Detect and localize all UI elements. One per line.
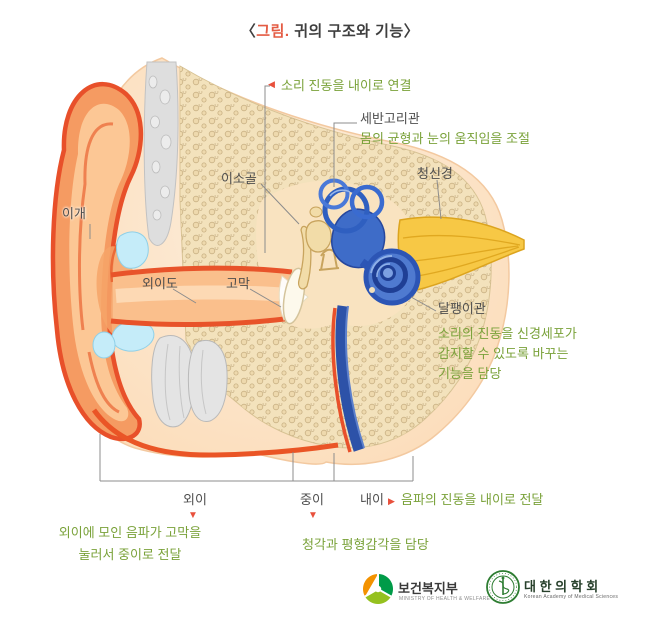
- auditory-tube: [331, 305, 365, 453]
- label-outer-ear-desc: 외이에 모인 음파가 고막을 눌러서 중이로 전달: [24, 522, 236, 566]
- mohw-logo-icon: [362, 573, 394, 610]
- label-ear-canal: 외이도: [142, 276, 178, 291]
- gland-lobes: [151, 335, 228, 428]
- arrow-left-icon: ◀: [268, 79, 275, 89]
- kams-logo-icon: [486, 570, 520, 609]
- mohw-subtitle: MINISTRY OF HEALTH & WELFARE: [399, 596, 491, 602]
- cartilage-column: [143, 61, 179, 246]
- arrow-right-inner-icon: ▶: [388, 496, 395, 506]
- label-auditory-nerve: 청신경: [417, 166, 453, 181]
- annotation-pointer-lines: [89, 85, 442, 312]
- outer-ear-desc-line-2: 눌러서 중이로 전달: [78, 547, 182, 562]
- label-cochlea-desc: 소리의 진동을 신경세포가 감지할 수 있도록 바꾸는 기능을 담당: [438, 324, 577, 384]
- label-eardrum: 고막: [226, 276, 250, 291]
- label-semicircular-desc: 몸의 균형과 눈의 움직임을 조절: [360, 131, 530, 146]
- outer-ear-desc-line-1: 외이에 모인 음파가 고막을: [58, 525, 202, 540]
- auditory-nerve: [397, 216, 525, 293]
- ear-canal: [110, 265, 294, 328]
- title-text: 귀의 구조와 기능: [289, 23, 404, 40]
- cochlea-desc-line-1: 소리의 진동을 신경세포가: [438, 326, 577, 341]
- kams-name: 대 한 의 학 회: [524, 579, 599, 594]
- region-bracket: [99, 434, 414, 482]
- arrow-down-outer-icon: ▼: [188, 510, 198, 521]
- label-auricle: 이개: [62, 206, 86, 221]
- pinna: [50, 81, 144, 442]
- label-semicircular-canal: 세반고리관: [360, 111, 420, 126]
- label-inner-ear: 내이: [360, 492, 384, 507]
- figure-title: 〈그림. 귀의 구조와 기능〉: [0, 20, 660, 41]
- label-sound-transfer: 소리 진동을 내이로 연결: [281, 78, 412, 93]
- title-figure-word: 그림.: [256, 23, 290, 40]
- label-cochlea: 달팽이관: [438, 301, 486, 316]
- label-inner-ear-desc: 음파의 진동을 내이로 전달: [401, 492, 544, 507]
- label-ossicles: 이소골: [221, 171, 257, 186]
- label-middle-ear-desc: 청각과 평형감각을 담당: [302, 537, 429, 552]
- lower-red-contour: [91, 408, 339, 458]
- label-outer-ear: 외이: [183, 492, 207, 507]
- title-open-bracket: 〈: [240, 23, 257, 40]
- label-middle-ear: 중이: [300, 492, 324, 507]
- kams-subtitle: Korean Academy of Medical Sciences: [524, 594, 619, 600]
- cartilage-blue: [92, 231, 155, 359]
- cochlea-desc-line-3: 기능을 담당: [438, 366, 502, 381]
- title-close-bracket: 〉: [403, 23, 420, 40]
- cochlea-desc-line-2: 감지할 수 있도록 바꾸는: [438, 346, 569, 361]
- arrow-down-middle-icon: ▼: [308, 510, 318, 521]
- mohw-name: 보건복지부: [398, 581, 458, 596]
- cochlea: [359, 248, 421, 306]
